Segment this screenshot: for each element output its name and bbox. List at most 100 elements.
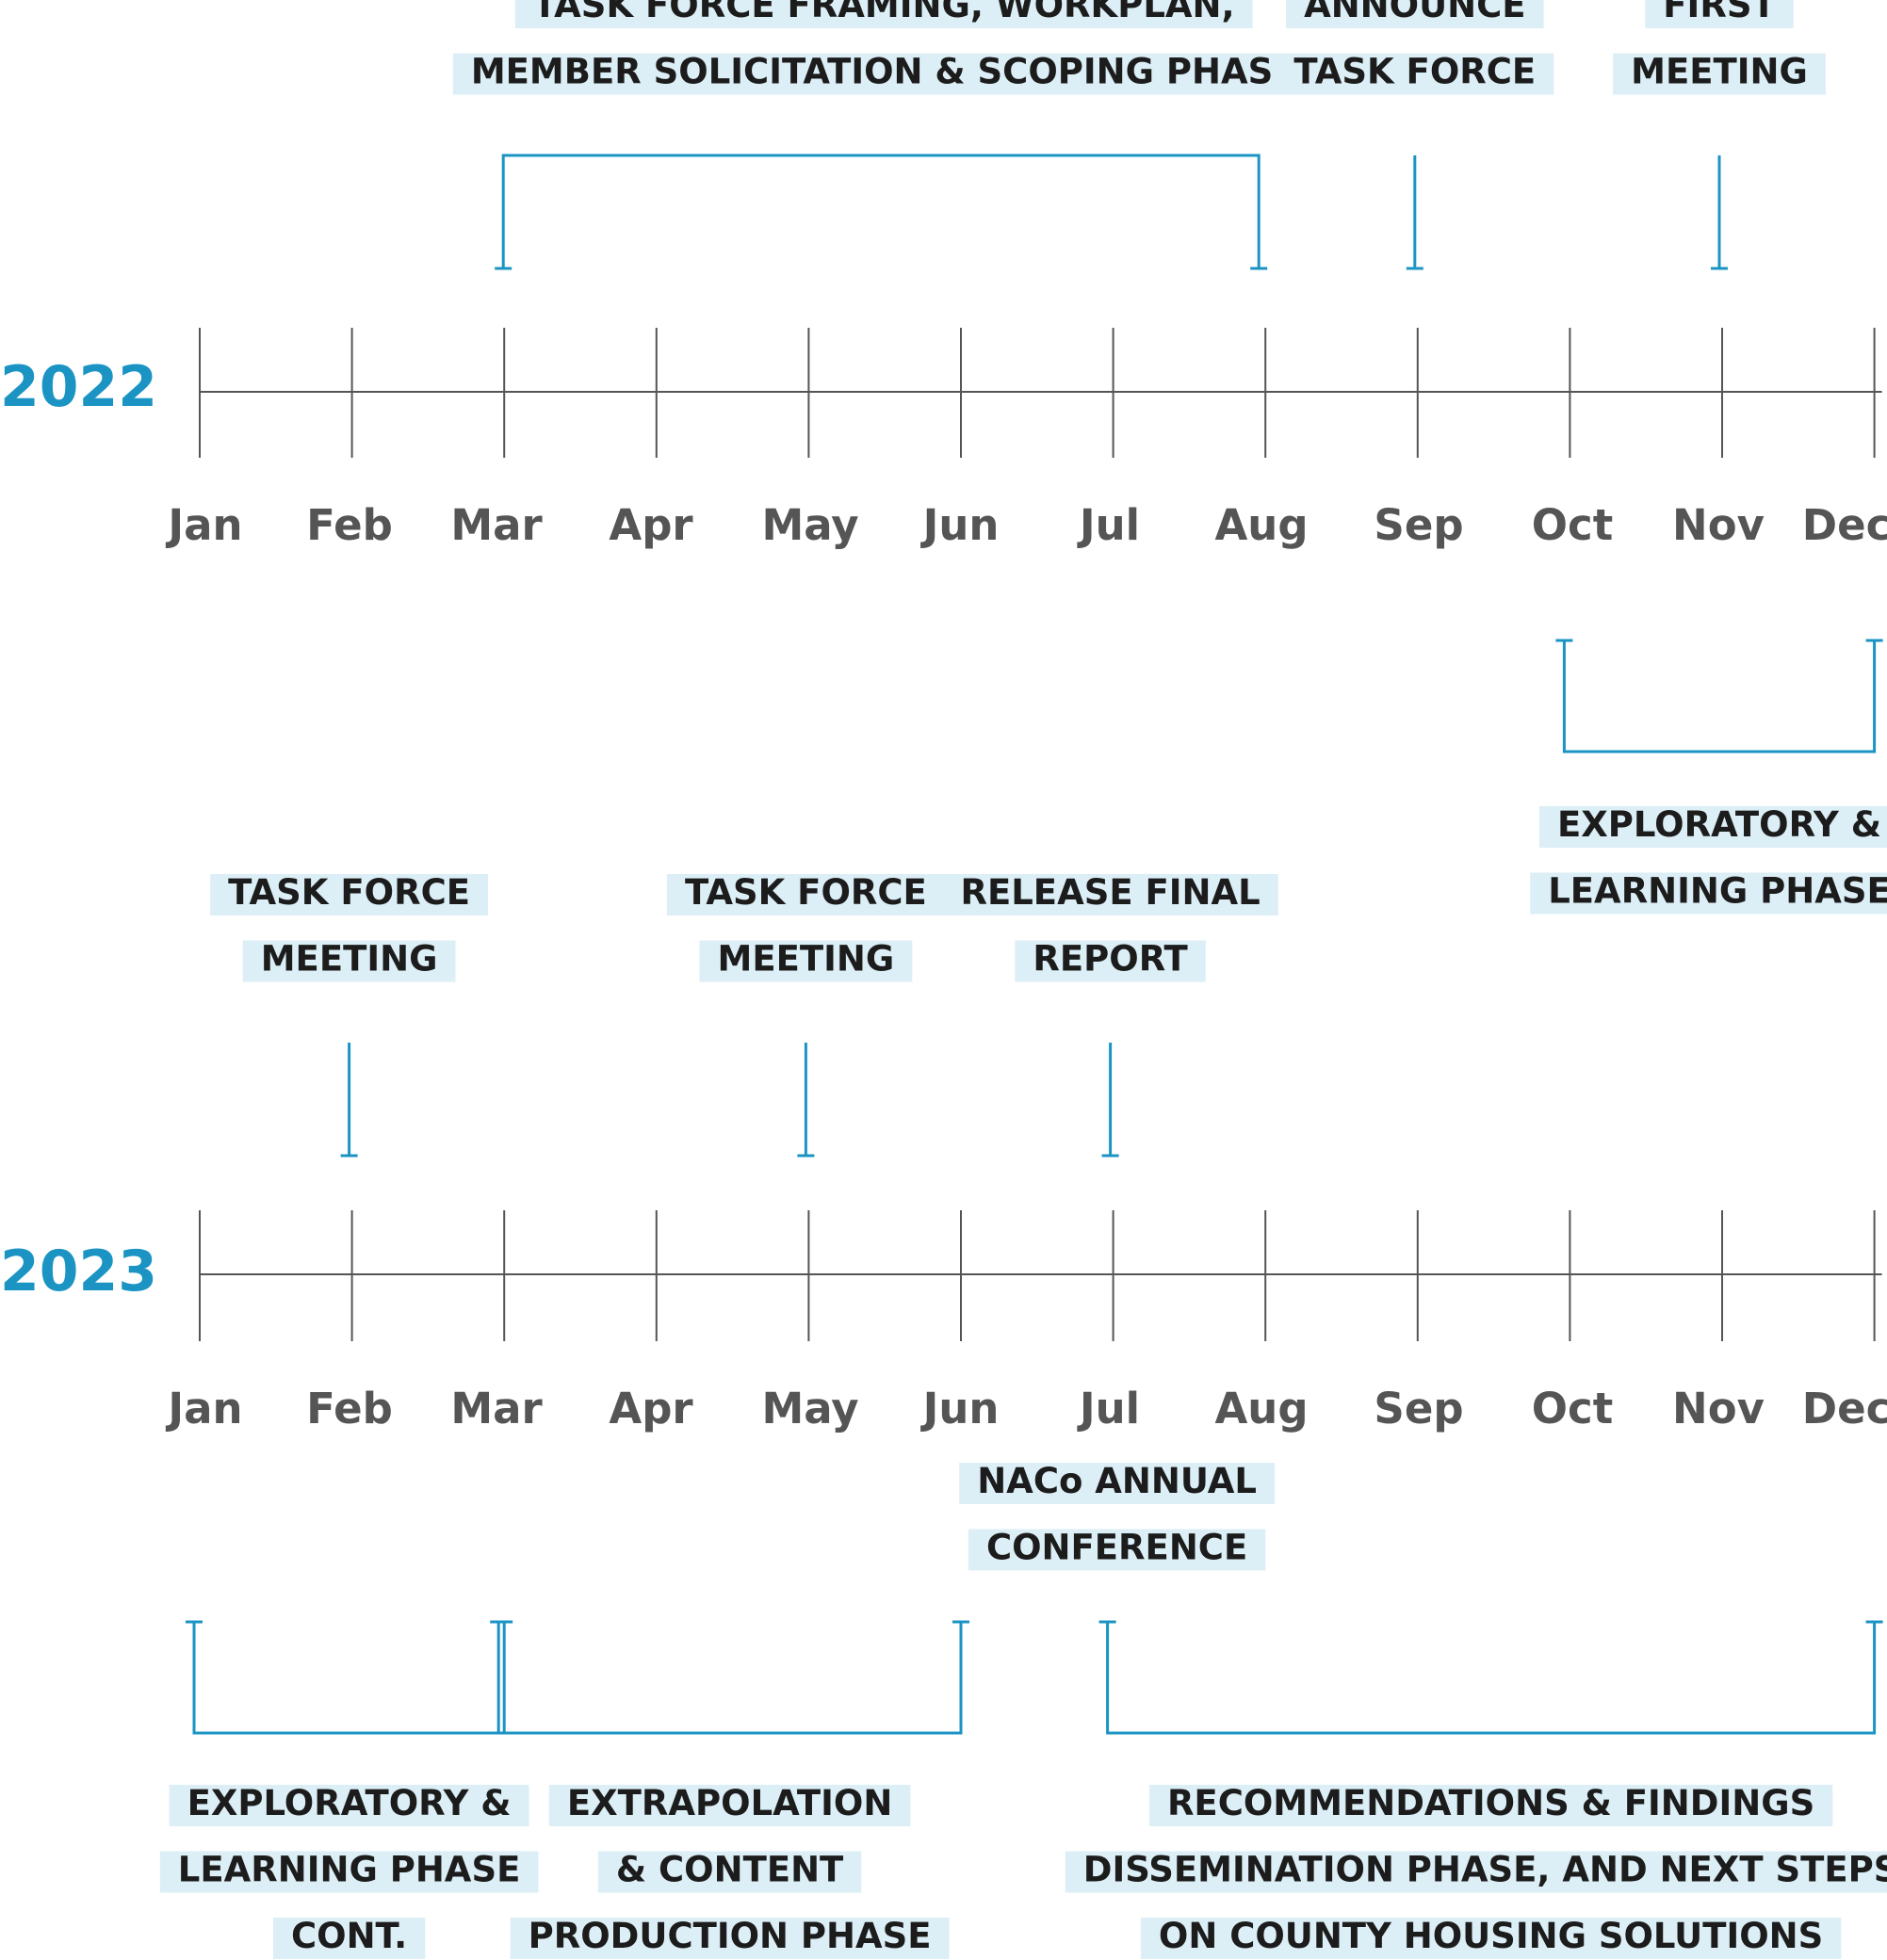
milestone-label-first-meeting: FIRST MEETING xyxy=(1613,0,1826,95)
phase-bracket-task-force-framing-workplan-member-solicitation-scoping-phase xyxy=(495,154,1268,270)
phase-label-exploratory-learning-phase-cont-line: LEARNING PHASE xyxy=(178,1850,521,1890)
phase-label-extrapolation-content-production-phase-highlight xyxy=(597,1851,862,1893)
month-label-nov: Nov xyxy=(1672,500,1765,550)
event-label-naco-annual-conference-highlight xyxy=(968,1529,1266,1571)
phase-label-recommendations-findings-dissemination-phase-and-next-steps-on-county-housing-solutions-line: RECOMMENDATIONS & FINDINGS xyxy=(1167,1783,1814,1823)
year-label-2023: 2023 xyxy=(0,1239,157,1304)
month-label-mar: Mar xyxy=(450,500,543,550)
month-label-aug: Aug xyxy=(1214,1384,1308,1434)
month-label-sep: Sep xyxy=(1374,1384,1463,1434)
phase-label-exploratory-learning-phase-cont-line: CONT. xyxy=(291,1916,407,1956)
phase-label-extrapolation-content-production-phase-line: & CONTENT xyxy=(616,1850,844,1890)
phase-label-recommendations-findings-dissemination-phase-and-next-steps-on-county-housing-solutions-line: DISSEMINATION PHASE, AND NEXT STEPS xyxy=(1083,1850,1887,1890)
milestone-label-first-meeting-highlight xyxy=(1645,0,1794,28)
year-label-2022: 2022 xyxy=(0,354,157,420)
month-label-nov: Nov xyxy=(1672,1384,1765,1434)
milestone-label-task-force-meeting: TASK FORCE MEETING xyxy=(210,872,489,982)
month-label-jan: Jan xyxy=(165,500,242,550)
month-label-may: May xyxy=(761,500,858,550)
phase-label-task-force-framing-workplan-member-solicitation-scoping-phase-line: TASK FORCE FRAMING, WORKPLAN, xyxy=(533,0,1235,25)
month-label-dec: Dec xyxy=(1802,500,1887,550)
phase-label-extrapolation-content-production-phase-highlight xyxy=(510,1918,950,1959)
month-label-dec: Dec xyxy=(1802,1384,1887,1434)
phase-bracket-exploratory-learning-phase xyxy=(1555,639,1883,753)
phase-label-recommendations-findings-dissemination-phase-and-next-steps-on-county-housing-solutions-highlight xyxy=(1148,1785,1833,1826)
month-label-aug: Aug xyxy=(1214,500,1308,550)
phase-label-task-force-framing-workplan-member-solicitation-scoping-phase: TASK FORCE FRAMING, WORKPLAN, MEMBER SOLI… xyxy=(452,0,1315,95)
phase-label-exploratory-learning-phase-cont: EXPLORATORY & LEARNING PHASE CONT. xyxy=(159,1783,539,1959)
milestone-label-task-force-meeting-highlight xyxy=(210,874,489,915)
month-label-feb: Feb xyxy=(306,500,393,550)
phase-label-recommendations-findings-dissemination-phase-and-next-steps-on-county-housing-solutions-highlight xyxy=(1140,1918,1842,1959)
event-label-naco-annual-conference-line: NACo ANNUAL xyxy=(977,1461,1257,1501)
event-label-naco-annual-conference-line: CONFERENCE xyxy=(986,1528,1247,1568)
month-label-apr: Apr xyxy=(609,1384,693,1434)
phase-bracket-extrapolation-content-production-phase xyxy=(490,1620,969,1735)
phase-label-extrapolation-content-production-phase-line: PRODUCTION PHASE xyxy=(529,1916,932,1956)
timeline-2023: 2023 Jan Feb Mar Apr May Jun Jul Aug Sep Oct Nov De… xyxy=(0,872,1887,1959)
month-label-sep: Sep xyxy=(1374,500,1463,550)
phase-label-exploratory-learning-phase-line: EXPLORATORY & xyxy=(1557,804,1881,845)
phase-bracket-recommendations-findings-dissemination-phase-and-next-steps-on-county-housing-solutions xyxy=(1098,1620,1883,1735)
milestone-label-release-final-report-line: REPORT xyxy=(1033,939,1188,980)
milestone-label-task-force-meeting-highlight xyxy=(666,874,945,915)
milestone-label-task-force-meeting-line: MEETING xyxy=(261,939,438,980)
month-label-jun: Jun xyxy=(920,1384,1000,1434)
milestone-label-release-final-report-line: RELEASE FINAL xyxy=(960,872,1260,913)
month-label-apr: Apr xyxy=(609,500,693,550)
event-label-naco-annual-conference-highlight xyxy=(959,1463,1275,1504)
month-label-may: May xyxy=(761,1384,858,1434)
phase-label-exploratory-learning-phase-highlight xyxy=(1539,806,1887,848)
month-label-oct: Oct xyxy=(1532,1384,1613,1434)
month-label-jul: Jul xyxy=(1077,500,1140,550)
month-label-jun: Jun xyxy=(920,500,1000,550)
milestone-label-task-force-meeting-highlight xyxy=(699,940,913,982)
milestone-marker-announce-task-force xyxy=(1406,155,1423,270)
phase-label-exploratory-learning-phase-cont-highlight xyxy=(272,1918,426,1959)
milestone-label-task-force-meeting-line: TASK FORCE xyxy=(685,872,927,913)
milestone-label-release-final-report: RELEASE FINAL REPORT xyxy=(942,872,1278,982)
milestone-label-release-final-report-highlight xyxy=(1015,940,1206,982)
phase-label-recommendations-findings-dissemination-phase-and-next-steps-on-county-housing-solutions-line: ON COUNTY HOUSING SOLUTIONS xyxy=(1159,1916,1823,1956)
milestone-marker-task-force-meeting xyxy=(340,1043,358,1158)
phase-label-recommendations-findings-dissemination-phase-and-next-steps-on-county-housing-solutions: RECOMMENDATIONS & FINDINGS DISSEMINATION … xyxy=(1065,1783,1887,1959)
event-label-naco-annual-conference: NACo ANNUAL CONFERENCE xyxy=(959,1461,1275,1571)
phase-label-exploratory-learning-phase-highlight xyxy=(1530,872,1887,915)
milestone-label-announce-task-force-highlight xyxy=(1276,53,1554,95)
phase-label-task-force-framing-workplan-member-solicitation-scoping-phase-highlight xyxy=(514,0,1253,28)
milestone-label-release-final-report-highlight xyxy=(942,874,1278,915)
phase-label-exploratory-learning-phase-line: LEARNING PHASE xyxy=(1548,871,1887,912)
milestone-marker-first-meeting xyxy=(1711,155,1728,270)
phase-label-exploratory-learning-phase-cont-highlight xyxy=(159,1851,539,1893)
milestone-label-task-force-meeting-highlight xyxy=(242,940,456,982)
milestone-label-task-force-meeting-line: MEETING xyxy=(718,939,895,980)
phase-label-extrapolation-content-production-phase-highlight xyxy=(548,1785,911,1826)
milestone-label-announce-task-force-highlight xyxy=(1286,0,1544,28)
milestone-label-announce-task-force-line: ANNOUNCE xyxy=(1304,0,1525,25)
phase-label-exploratory-learning-phase-cont-line: EXPLORATORY & xyxy=(187,1783,512,1823)
milestone-label-first-meeting-line: FIRST xyxy=(1663,0,1776,25)
month-label-jan: Jan xyxy=(165,1384,242,1434)
month-label-oct: Oct xyxy=(1532,500,1613,550)
month-label-mar: Mar xyxy=(450,1384,543,1434)
month-label-jul: Jul xyxy=(1077,1384,1140,1434)
phase-label-extrapolation-content-production-phase-line: EXTRAPOLATION xyxy=(567,1783,893,1823)
phase-label-recommendations-findings-dissemination-phase-and-next-steps-on-county-housing-solutions-highlight xyxy=(1065,1851,1887,1893)
phase-label-exploratory-learning-phase-cont-highlight xyxy=(169,1785,529,1826)
milestone-label-announce-task-force: ANNOUNCE TASK FORCE xyxy=(1276,0,1554,95)
phase-bracket-exploratory-learning-phase-cont xyxy=(186,1620,513,1735)
month-label-feb: Feb xyxy=(306,1384,393,1434)
phase-label-exploratory-learning-phase: EXPLORATORY & LEARNING PHASE xyxy=(1530,804,1887,915)
phase-label-task-force-framing-workplan-member-solicitation-scoping-phase-highlight xyxy=(452,53,1315,95)
milestone-label-first-meeting-line: MEETING xyxy=(1631,52,1808,92)
phase-label-extrapolation-content-production-phase: EXTRAPOLATION & CONTENT PRODUCTION PHASE xyxy=(510,1783,950,1959)
phase-label-task-force-framing-workplan-member-solicitation-scoping-phase-line: MEMBER SOLICITATION & SCOPING PHASE xyxy=(471,52,1297,92)
timeline-2022: 2022 Jan Feb Mar Apr May Jun Jul Aug Sep Oct Nov De… xyxy=(0,0,1887,915)
milestone-label-task-force-meeting: TASK FORCE MEETING xyxy=(666,872,945,982)
milestone-label-first-meeting-highlight xyxy=(1613,53,1826,95)
milestone-marker-release-final-report xyxy=(1101,1043,1119,1158)
milestone-marker-task-force-meeting xyxy=(797,1043,815,1158)
milestone-label-task-force-meeting-line: TASK FORCE xyxy=(228,872,470,913)
milestone-label-announce-task-force-line: TASK FORCE xyxy=(1293,52,1536,92)
